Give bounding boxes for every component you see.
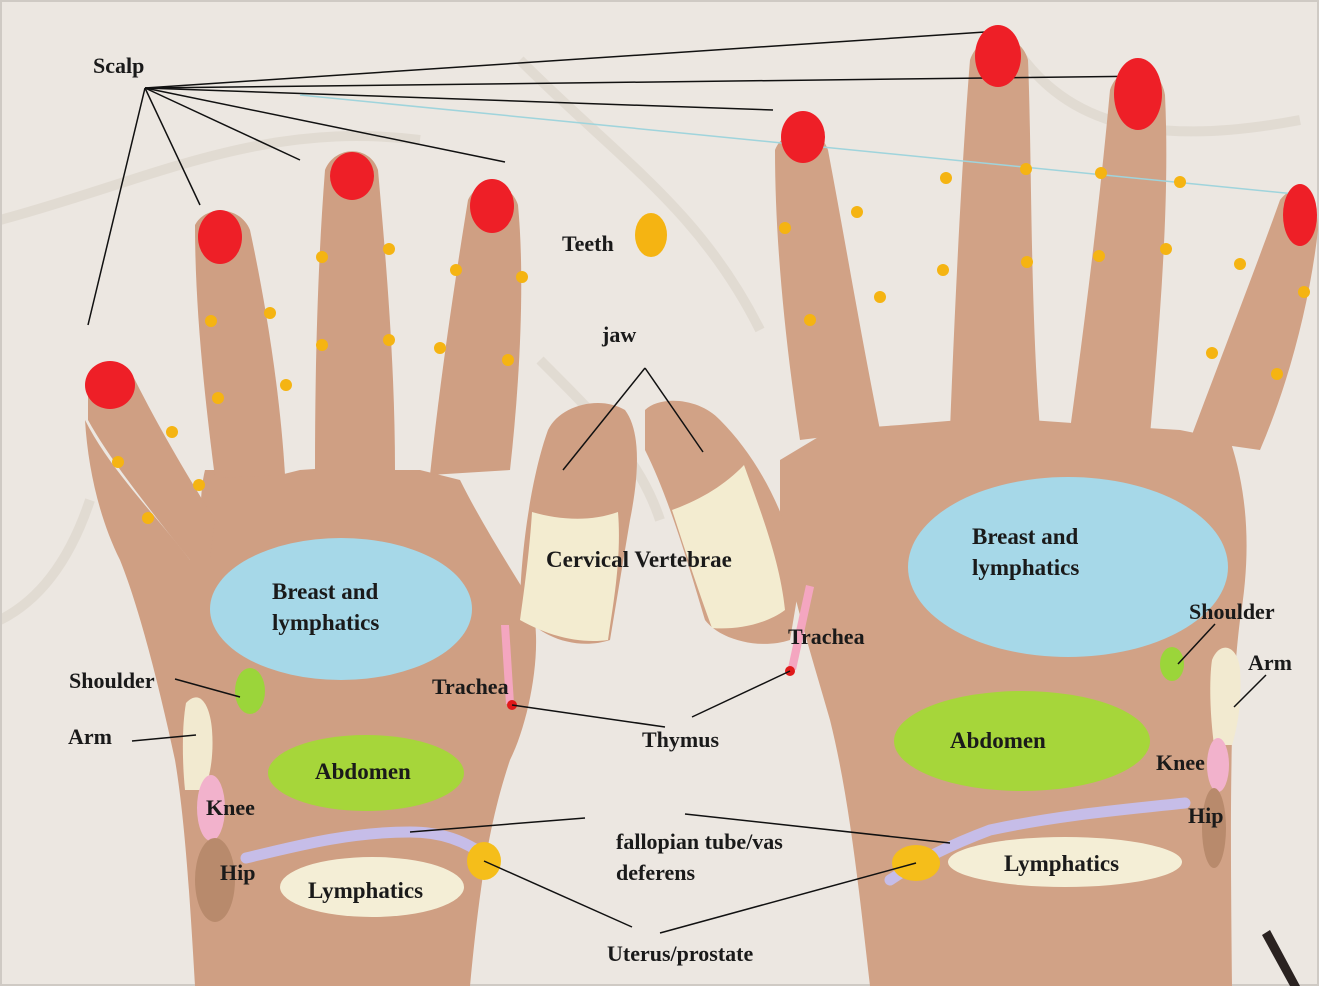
trachea-label-left: Trachea bbox=[432, 674, 509, 699]
arm-label-left: Arm bbox=[68, 724, 112, 749]
shoulder-zone-right bbox=[1160, 647, 1184, 681]
shoulder-label-right: Shoulder bbox=[1189, 599, 1275, 624]
reflex-dot bbox=[937, 264, 949, 276]
teeth-label: Teeth bbox=[562, 231, 614, 256]
teeth-point bbox=[635, 213, 667, 257]
reflex-dot bbox=[1174, 176, 1186, 188]
shoulder-label-left: Shoulder bbox=[69, 668, 155, 693]
hip-label-right: Hip bbox=[1188, 803, 1223, 828]
breast-lymphatics-label-right-line1: Breast and bbox=[972, 524, 1078, 549]
reflex-dot bbox=[1095, 167, 1107, 179]
reflex-dot bbox=[1020, 163, 1032, 175]
reflex-dot bbox=[450, 264, 462, 276]
reflex-dot bbox=[874, 291, 886, 303]
uterus-prostate-label: Uterus/prostate bbox=[607, 941, 753, 966]
scalp-point bbox=[781, 111, 825, 163]
reflex-dot bbox=[1021, 256, 1033, 268]
breast-lymphatics-label-left-line2: lymphatics bbox=[272, 610, 379, 635]
knee-label-left: Knee bbox=[206, 795, 255, 820]
cervical-vertebrae-left bbox=[520, 512, 619, 641]
breast-lymphatics-zone-left bbox=[210, 538, 472, 680]
cervical-vertebrae-label: Cervical Vertebrae bbox=[546, 547, 732, 572]
reflex-dot bbox=[1298, 286, 1310, 298]
reflex-dot bbox=[264, 307, 276, 319]
reflex-dot bbox=[316, 339, 328, 351]
reflex-dot bbox=[212, 392, 224, 404]
reflex-dot bbox=[1160, 243, 1172, 255]
reflex-dot bbox=[1271, 368, 1283, 380]
fallopian-label-line2: deferens bbox=[616, 860, 695, 885]
reflex-dot bbox=[940, 172, 952, 184]
abdomen-label-right: Abdomen bbox=[950, 728, 1046, 753]
scalp-point bbox=[85, 361, 135, 409]
reflex-dot bbox=[383, 243, 395, 255]
scalp-point bbox=[330, 152, 374, 200]
scalp-label: Scalp bbox=[93, 53, 144, 78]
reflex-dot bbox=[142, 512, 154, 524]
arm-label-right: Arm bbox=[1248, 650, 1292, 675]
reflex-dot bbox=[383, 334, 395, 346]
reflex-dot bbox=[280, 379, 292, 391]
lymphatics-label-right: Lymphatics bbox=[1004, 851, 1119, 876]
reflex-dot bbox=[502, 354, 514, 366]
reflex-dot bbox=[316, 251, 328, 263]
hip-zone-right bbox=[1202, 788, 1226, 868]
hip-label-left: Hip bbox=[220, 860, 255, 885]
reflex-dot bbox=[516, 271, 528, 283]
reflex-dot bbox=[193, 479, 205, 491]
reflex-dot bbox=[1093, 250, 1105, 262]
knee-zone-right bbox=[1207, 738, 1229, 792]
scalp-point bbox=[1114, 58, 1162, 130]
thymus-label: Thymus bbox=[642, 727, 719, 752]
jaw-label: jaw bbox=[601, 322, 636, 347]
reflex-dot bbox=[205, 315, 217, 327]
reflex-dot bbox=[804, 314, 816, 326]
breast-lymphatics-label-right-line2: lymphatics bbox=[972, 555, 1079, 580]
shoulder-zone-left bbox=[235, 668, 265, 714]
reflex-dot bbox=[851, 206, 863, 218]
reflex-dot bbox=[434, 342, 446, 354]
reflex-dot bbox=[112, 456, 124, 468]
fallopian-label-line1: fallopian tube/vas bbox=[616, 829, 783, 854]
abdomen-label-left: Abdomen bbox=[315, 759, 411, 784]
trachea-label-right: Trachea bbox=[788, 624, 865, 649]
reflex-dot bbox=[1234, 258, 1246, 270]
scalp-point bbox=[1283, 184, 1317, 246]
scalp-point bbox=[975, 25, 1021, 87]
reflex-dot bbox=[1206, 347, 1218, 359]
reflex-dot bbox=[779, 222, 791, 234]
scalp-point bbox=[198, 210, 242, 264]
scalp-point bbox=[470, 179, 514, 233]
reflex-dot bbox=[166, 426, 178, 438]
knee-label-right: Knee bbox=[1156, 750, 1205, 775]
lymphatics-label-left: Lymphatics bbox=[308, 878, 423, 903]
breast-lymphatics-label-left-line1: Breast and bbox=[272, 579, 378, 604]
